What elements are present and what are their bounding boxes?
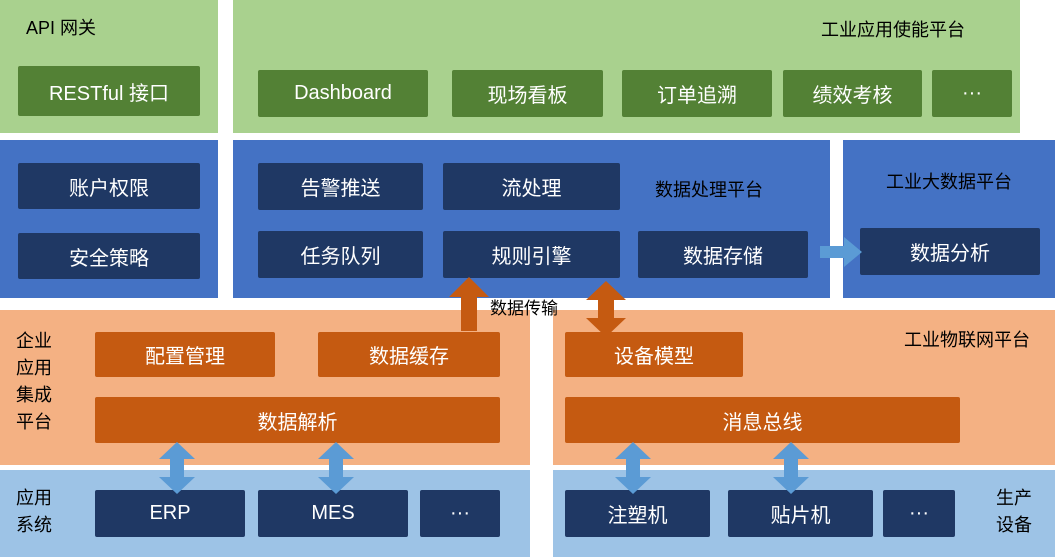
integration-title-line: 企业 [16,331,52,351]
api-gateway-title: API 网关 [26,18,97,38]
production-title-line: 生产 [996,488,1032,508]
integration-title-line: 平台 [16,412,52,432]
message-bus-box: 消息总线 [565,397,960,443]
integration-up-arrow-icon [449,277,489,331]
rule-engine-box: 规则引擎 [443,231,620,278]
storage-to-analysis-arrow-icon [820,237,862,267]
integration-platform-title: 企业 应用 集成 平台 [16,328,52,436]
data-parse-box: 数据解析 [95,397,500,443]
mes-box: MES [258,490,408,537]
integration-platform-block: 企业 应用 集成 平台 配置管理 数据缓存 数据解析 [0,310,530,465]
more-apps-box: ··· [932,70,1012,117]
app-enable-platform-block: 工业应用使能平台 Dashboard 现场看板 订单追溯 绩效考核 ··· [233,0,1020,133]
data-cache-box: 数据缓存 [318,332,500,377]
data-storage-box: 数据存储 [638,231,808,278]
api-gateway-block: API 网关 RESTful 接口 [0,0,218,133]
device-model-box: 设备模型 [565,332,743,377]
task-queue-box: 任务队列 [258,231,423,278]
security-policy-box: 安全策略 [18,233,200,279]
production-title-line: 设备 [996,515,1032,535]
data-analysis-box: 数据分析 [860,228,1040,275]
order-trace-box: 订单追溯 [622,70,772,117]
app-systems-title-line: 应用 [16,488,52,508]
data-process-platform-block: 数据处理平台 告警推送 流处理 任务队列 规则引擎 数据存储 [233,140,830,298]
big-data-platform-block: 工业大数据平台 数据分析 [843,140,1055,298]
smt-link-arrow-icon [773,442,809,494]
injection-link-arrow-icon [615,442,651,494]
erp-link-arrow-icon [159,442,195,494]
production-devices-title: 生产 设备 [996,485,1032,539]
iot-updown-arrow-icon [586,281,626,337]
injection-machine-box: 注塑机 [565,490,710,537]
security-block: 账户权限 安全策略 [0,140,218,298]
production-devices-block: 注塑机 贴片机 ··· 生产 设备 [553,470,1055,557]
app-systems-title-line: 系统 [16,515,52,535]
integration-title-line: 集成 [16,385,52,405]
iot-platform-title: 工业物联网平台 [904,330,1030,350]
app-systems-block: 应用 系统 ERP MES ··· [0,470,530,557]
restful-interface-box: RESTful 接口 [18,66,200,116]
iot-platform-block: 工业物联网平台 设备模型 消息总线 [553,310,1055,465]
big-data-platform-title: 工业大数据平台 [886,172,1012,192]
data-process-platform-title: 数据处理平台 [655,180,763,200]
site-kanban-box: 现场看板 [452,70,603,117]
more-devices-box: ··· [883,490,955,537]
app-enable-platform-title: 工业应用使能平台 [821,20,965,40]
more-systems-box: ··· [420,490,500,537]
performance-box: 绩效考核 [783,70,922,117]
stream-process-box: 流处理 [443,163,620,210]
account-permission-box: 账户权限 [18,163,200,209]
smt-machine-box: 贴片机 [728,490,873,537]
app-systems-title: 应用 系统 [16,485,52,539]
mes-link-arrow-icon [318,442,354,494]
integration-title-line: 应用 [16,358,52,378]
config-manage-box: 配置管理 [95,332,275,377]
dashboard-box: Dashboard [258,70,428,117]
data-transfer-label: 数据传输 [490,299,558,318]
alert-push-box: 告警推送 [258,163,423,210]
erp-box: ERP [95,490,245,537]
